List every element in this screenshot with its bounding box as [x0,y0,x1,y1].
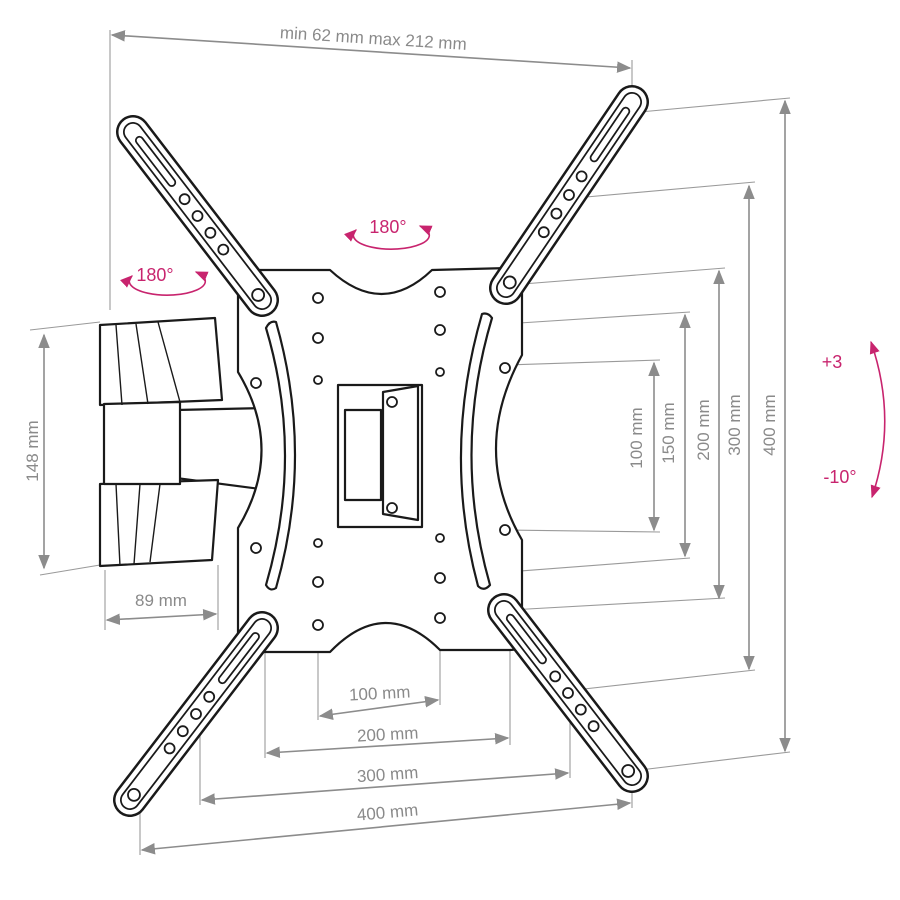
tilt-arrow-icon [869,340,886,499]
arm-top-left [116,115,279,317]
arm-top-right [489,85,649,305]
swivel-wall-label: 180° [136,265,173,285]
vesa-h-100-label: 100 mm [349,682,411,704]
rotate-arrow-icon [344,225,433,250]
vesa-h-400-label: 400 mm [356,800,419,824]
mounting-holes [250,286,511,631]
curved-slot-right [459,312,494,590]
vesa-h-300-label: 300 mm [356,763,419,786]
vesa-v-100-label: 100 mm [627,407,646,468]
curved-slot-left [264,320,297,591]
vesa-v-200-label: 200 mm [694,399,713,460]
plate-height-label: 148 mm [23,420,42,481]
tilt-indicator: +3 -10° [822,340,886,499]
vesa-h-200-label: 200 mm [357,723,419,745]
plate-width-label: 89 mm [135,591,187,610]
swivel-wall-indicator: 180° [120,265,209,296]
vesa-v-150-label: 150 mm [659,402,678,463]
arm-bottom-left [113,611,279,817]
swivel-arm-label: 180° [369,217,406,237]
wall-plate [98,316,277,568]
vesa-v-400-label: 400 mm [760,394,779,455]
wall-distance-label: min 62 mm max 212 mm [279,23,467,54]
rotate-arrow-icon [120,271,209,296]
tilt-up-label: +3 [822,352,843,372]
vesa-v-300-label: 300 mm [725,394,744,455]
arm-bottom-right [487,593,649,793]
dimension-lines [38,30,791,855]
tilt-down-label: -10° [823,467,856,487]
tilt-bracket [336,383,424,529]
vesa-arms [113,85,649,817]
swivel-arm-indicator: 180° [344,217,433,250]
